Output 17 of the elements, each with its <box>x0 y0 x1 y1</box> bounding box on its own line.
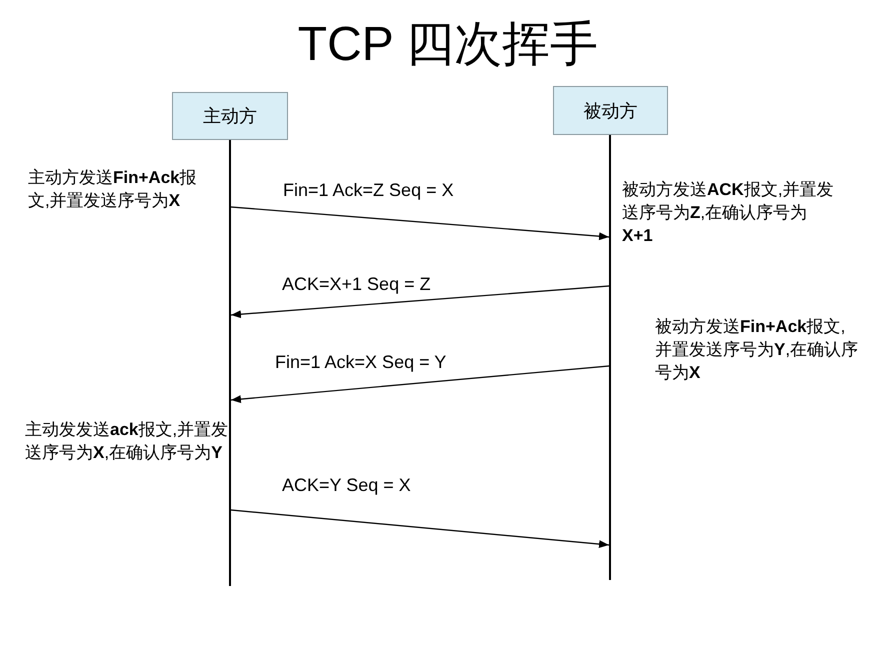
arrow <box>230 206 610 240</box>
arrow <box>230 285 610 318</box>
edge-label: Fin=1 Ack=X Seq = Y <box>275 352 446 372</box>
note-text: 主动发发送ack报文,并置发送序号为X,在确认序号为Y <box>25 419 230 464</box>
arrow <box>230 509 610 548</box>
actor-box: 主动方 <box>172 92 288 140</box>
arrow <box>230 365 610 404</box>
note-text: 主动方发送Fin+Ack报文,并置发送序号为X <box>28 167 198 212</box>
actor-box: 被动方 <box>553 86 668 135</box>
note-text: 被动方发送ACK报文,并置发送序号为Z,在确认序号为X+1 <box>622 179 835 247</box>
title: TCP 四次挥手 <box>298 17 598 73</box>
edge-label: ACK=X+1 Seq = Z <box>282 274 431 294</box>
lifeline <box>609 135 611 580</box>
lifeline <box>229 140 231 586</box>
edge-label: Fin=1 Ack=Z Seq = X <box>283 180 454 200</box>
edge-label: ACK=Y Seq = X <box>282 475 411 495</box>
note-text: 被动方发送Fin+Ack报文,并置发送序号为Y,在确认序号为X <box>655 316 860 384</box>
